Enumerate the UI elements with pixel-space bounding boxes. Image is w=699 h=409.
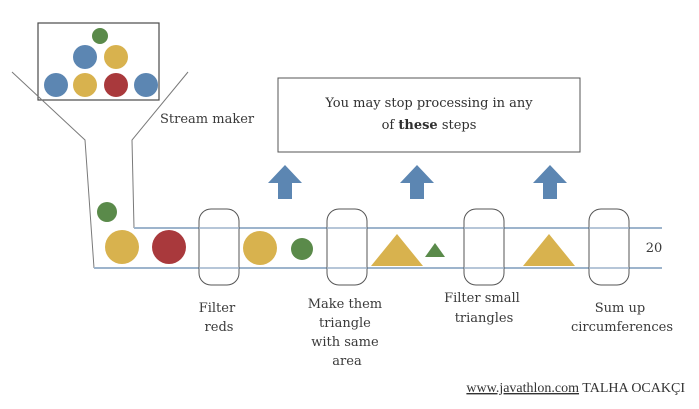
stop-box xyxy=(277,77,581,153)
step-label-filter-reds: Filter reds xyxy=(199,301,240,335)
triangle-green xyxy=(425,243,445,257)
step-box-filter-small xyxy=(463,208,505,286)
stream-maker-label: Stream maker xyxy=(160,112,255,127)
ball-blue xyxy=(134,73,158,97)
stop-box-line1: You may stop processing in any xyxy=(324,96,533,111)
up-arrow-icon xyxy=(400,165,434,199)
stop-box-line2: of these steps xyxy=(382,118,477,133)
funnel xyxy=(11,71,189,269)
step-label-sum-circumferences: Sum up circumferences xyxy=(571,301,673,335)
up-arrow-icon xyxy=(533,165,567,199)
ball-green xyxy=(97,202,117,222)
step-box-filter-reds xyxy=(198,208,240,286)
ball-yellow xyxy=(105,230,139,264)
footer-author: TALHA OCAKÇI xyxy=(579,381,685,396)
ball-yellow xyxy=(73,73,97,97)
triangle-yellow xyxy=(523,234,575,266)
step-label-filter-small: Filter small triangles xyxy=(444,291,524,326)
footer-link[interactable]: www.javathlon.com xyxy=(466,381,579,396)
ball-red xyxy=(152,230,186,264)
ball-red xyxy=(104,73,128,97)
up-arrow-icon xyxy=(268,165,302,199)
ball-blue xyxy=(73,45,97,69)
ball-yellow xyxy=(243,231,277,265)
stream-maker-box xyxy=(37,22,160,101)
ball-green xyxy=(92,28,108,44)
step-label-make-triangle: Make them triangle with same area xyxy=(308,297,387,369)
ball-blue xyxy=(44,73,68,97)
step-box-sum-circumferences xyxy=(588,208,630,286)
ball-green xyxy=(291,238,313,260)
ball-yellow xyxy=(104,45,128,69)
footer-credit: www.javathlon.com TALHA OCAKÇI xyxy=(466,381,685,396)
result-value: 20 xyxy=(646,241,663,256)
step-box-make-triangle xyxy=(326,208,368,286)
triangle-yellow xyxy=(371,234,423,266)
